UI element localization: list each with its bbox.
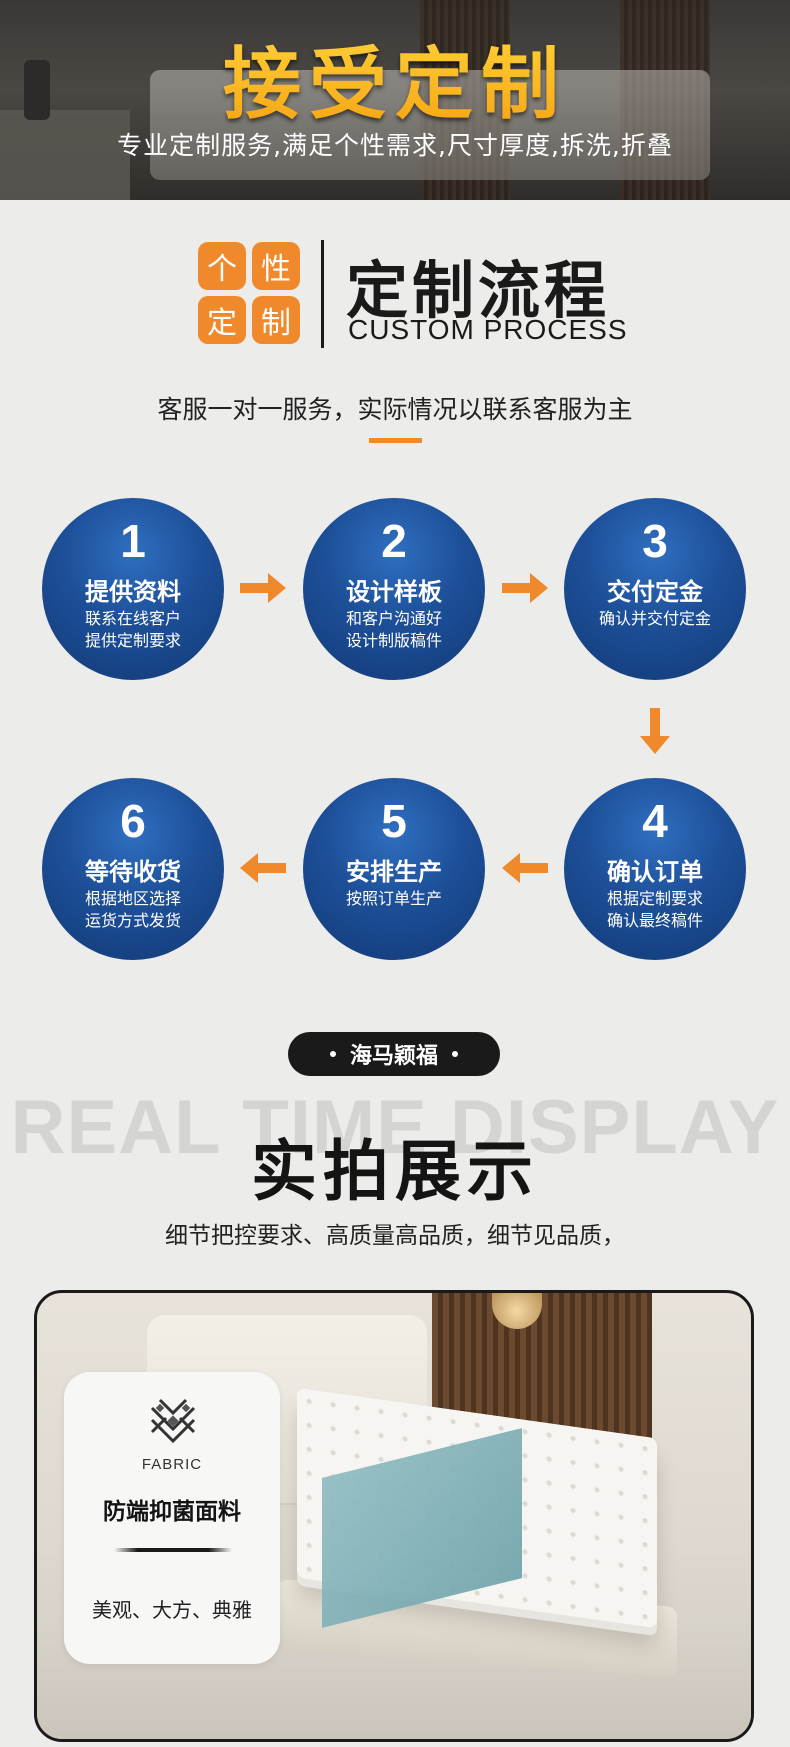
step-title: 设计样板 bbox=[346, 578, 442, 606]
nightstand-decoration bbox=[0, 110, 130, 200]
step-title: 交付定金 bbox=[607, 578, 703, 606]
step-description: 根据地区选择 运货方式发货 bbox=[84, 889, 181, 930]
vertical-divider bbox=[321, 240, 324, 348]
dot-icon bbox=[329, 1051, 336, 1057]
badge-char: 性 bbox=[252, 242, 300, 290]
display-watermark: REAL TIME DISPLAY bbox=[10, 1085, 780, 1170]
badge-char: 制 bbox=[252, 296, 300, 344]
vase-decoration bbox=[24, 60, 50, 120]
arrow-down-icon bbox=[640, 708, 670, 754]
step-title: 确认订单 bbox=[607, 858, 703, 886]
brand-name: 海马颖福 bbox=[349, 1044, 438, 1069]
divider-line bbox=[114, 1548, 232, 1552]
fabric-label: FABRIC bbox=[141, 1456, 203, 1473]
process-step-6: 6 等待收货 根据地区选择 运货方式发货 bbox=[42, 778, 224, 960]
step-number: 6 bbox=[120, 795, 146, 847]
hero-mattress-image bbox=[150, 70, 710, 180]
step-description: 和客户沟通好 设计制版稿件 bbox=[345, 609, 442, 650]
arrow-right-icon bbox=[502, 573, 548, 603]
hero-subtitle: 专业定制服务,满足个性需求,尺寸厚度,拆洗,折叠 bbox=[117, 131, 673, 160]
brand-pill: 海马颖福 bbox=[288, 1032, 500, 1076]
process-step-3: 3 交付定金 确认并交付定金 bbox=[564, 498, 746, 680]
dot-icon bbox=[452, 1051, 458, 1057]
accent-underline bbox=[369, 438, 422, 443]
badge-char: 个 bbox=[198, 242, 246, 290]
display-title: 实拍展示 bbox=[251, 1133, 539, 1210]
arrow-right-icon bbox=[240, 573, 286, 603]
step-title: 提供资料 bbox=[85, 578, 181, 606]
fabric-description: 美观、大方、典雅 bbox=[92, 1598, 252, 1622]
step-number: 5 bbox=[381, 795, 407, 847]
arrow-left-icon bbox=[502, 853, 548, 883]
step-number: 3 bbox=[642, 515, 668, 567]
process-step-2: 2 设计样板 和客户沟通好 设计制版稿件 bbox=[303, 498, 485, 680]
step-description: 根据定制要求 确认最终稿件 bbox=[606, 889, 703, 930]
fabric-feature-card: FABRIC 防端抑菌面料 美观、大方、典雅 bbox=[64, 1372, 280, 1664]
step-description: 确认并交付定金 bbox=[598, 609, 711, 628]
process-step-1: 1 提供资料 联系在线客户 提供定制要求 bbox=[42, 498, 224, 680]
process-description: 客服一对一服务，实际情况以联系客服为主 bbox=[157, 395, 633, 424]
custom-badge: 个 性 定 制 bbox=[198, 242, 300, 346]
step-description: 按照订单生产 bbox=[345, 889, 442, 908]
step-number: 1 bbox=[120, 515, 146, 567]
process-title-cn: 定制流程 bbox=[346, 254, 611, 327]
step-number: 2 bbox=[381, 515, 407, 567]
process-step-4: 4 确认订单 根据定制要求 确认最终稿件 bbox=[564, 778, 746, 960]
step-number: 4 bbox=[642, 795, 668, 847]
step-description: 联系在线客户 提供定制要求 bbox=[84, 609, 181, 650]
hero-banner: 接受定制 专业定制服务,满足个性需求,尺寸厚度,拆洗,折叠 bbox=[0, 0, 790, 200]
process-step-5: 5 安排生产 按照订单生产 bbox=[303, 778, 485, 960]
fabric-title: 防端抑菌面料 bbox=[103, 1499, 241, 1525]
arrow-left-icon bbox=[240, 853, 286, 883]
step-title: 等待收货 bbox=[85, 858, 181, 886]
badge-char: 定 bbox=[198, 296, 246, 344]
fabric-weave-icon bbox=[150, 1398, 196, 1444]
step-title: 安排生产 bbox=[346, 858, 442, 886]
process-title-en: CUSTOM PROCESS bbox=[348, 314, 628, 345]
display-description: 细节把控要求、高质量高品质，细节见品质， bbox=[165, 1223, 625, 1249]
hero-title: 接受定制 bbox=[0, 22, 790, 134]
